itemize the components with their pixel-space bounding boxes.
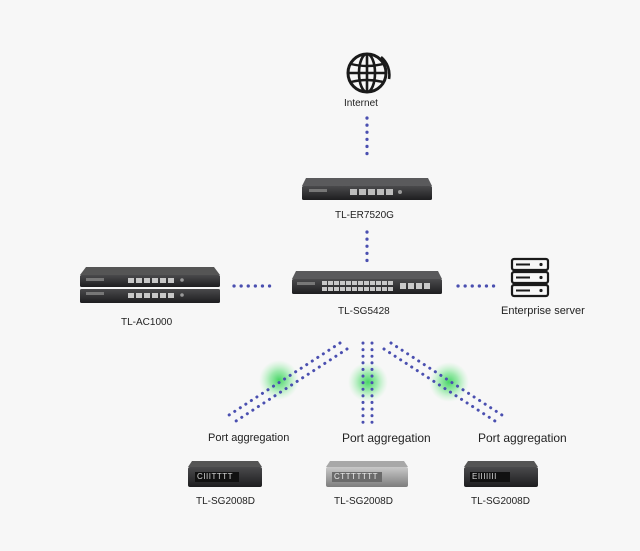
aggregation-label-right: Port aggregation xyxy=(478,431,567,445)
aggregation-glow-right xyxy=(429,362,469,402)
access-switch-right-icon xyxy=(464,461,538,487)
core-switch-device-icon xyxy=(292,271,442,294)
router-label: TL-ER7520G xyxy=(335,210,394,221)
aggregation-link-right xyxy=(382,341,507,425)
aggregation-glow-middle xyxy=(348,362,388,402)
access-switch-middle-icon xyxy=(326,461,408,487)
controller-device-icon xyxy=(80,267,220,303)
access-switch-left-icon xyxy=(188,461,262,487)
controller-label: TL-AC1000 xyxy=(121,317,173,328)
aggregation-label-left: Port aggregation xyxy=(208,432,290,444)
access-switch-middle-front-text: CTTTTTTT xyxy=(334,472,378,481)
aggregation-label-middle: Port aggregation xyxy=(342,431,431,445)
aggregation-glow-left xyxy=(259,360,299,400)
access-switch-middle-label: TL-SG2008D xyxy=(334,496,393,507)
access-switch-left-front-text: CIIITTTT xyxy=(197,472,233,481)
access-switch-right-front-text: EIIIIIII xyxy=(472,472,497,481)
aggregation-link-left xyxy=(224,341,349,425)
server-label: Enterprise server xyxy=(501,305,585,317)
access-switch-left-label: TL-SG2008D xyxy=(196,496,255,507)
aggregation-link-middle xyxy=(348,341,388,427)
server-icon xyxy=(510,257,550,298)
access-switch-right-label: TL-SG2008D xyxy=(471,496,530,507)
router-device-icon xyxy=(302,178,432,200)
internet-globe-icon xyxy=(346,52,391,94)
core-switch-label: TL-SG5428 xyxy=(338,306,390,317)
internet-label: Internet xyxy=(344,98,378,109)
